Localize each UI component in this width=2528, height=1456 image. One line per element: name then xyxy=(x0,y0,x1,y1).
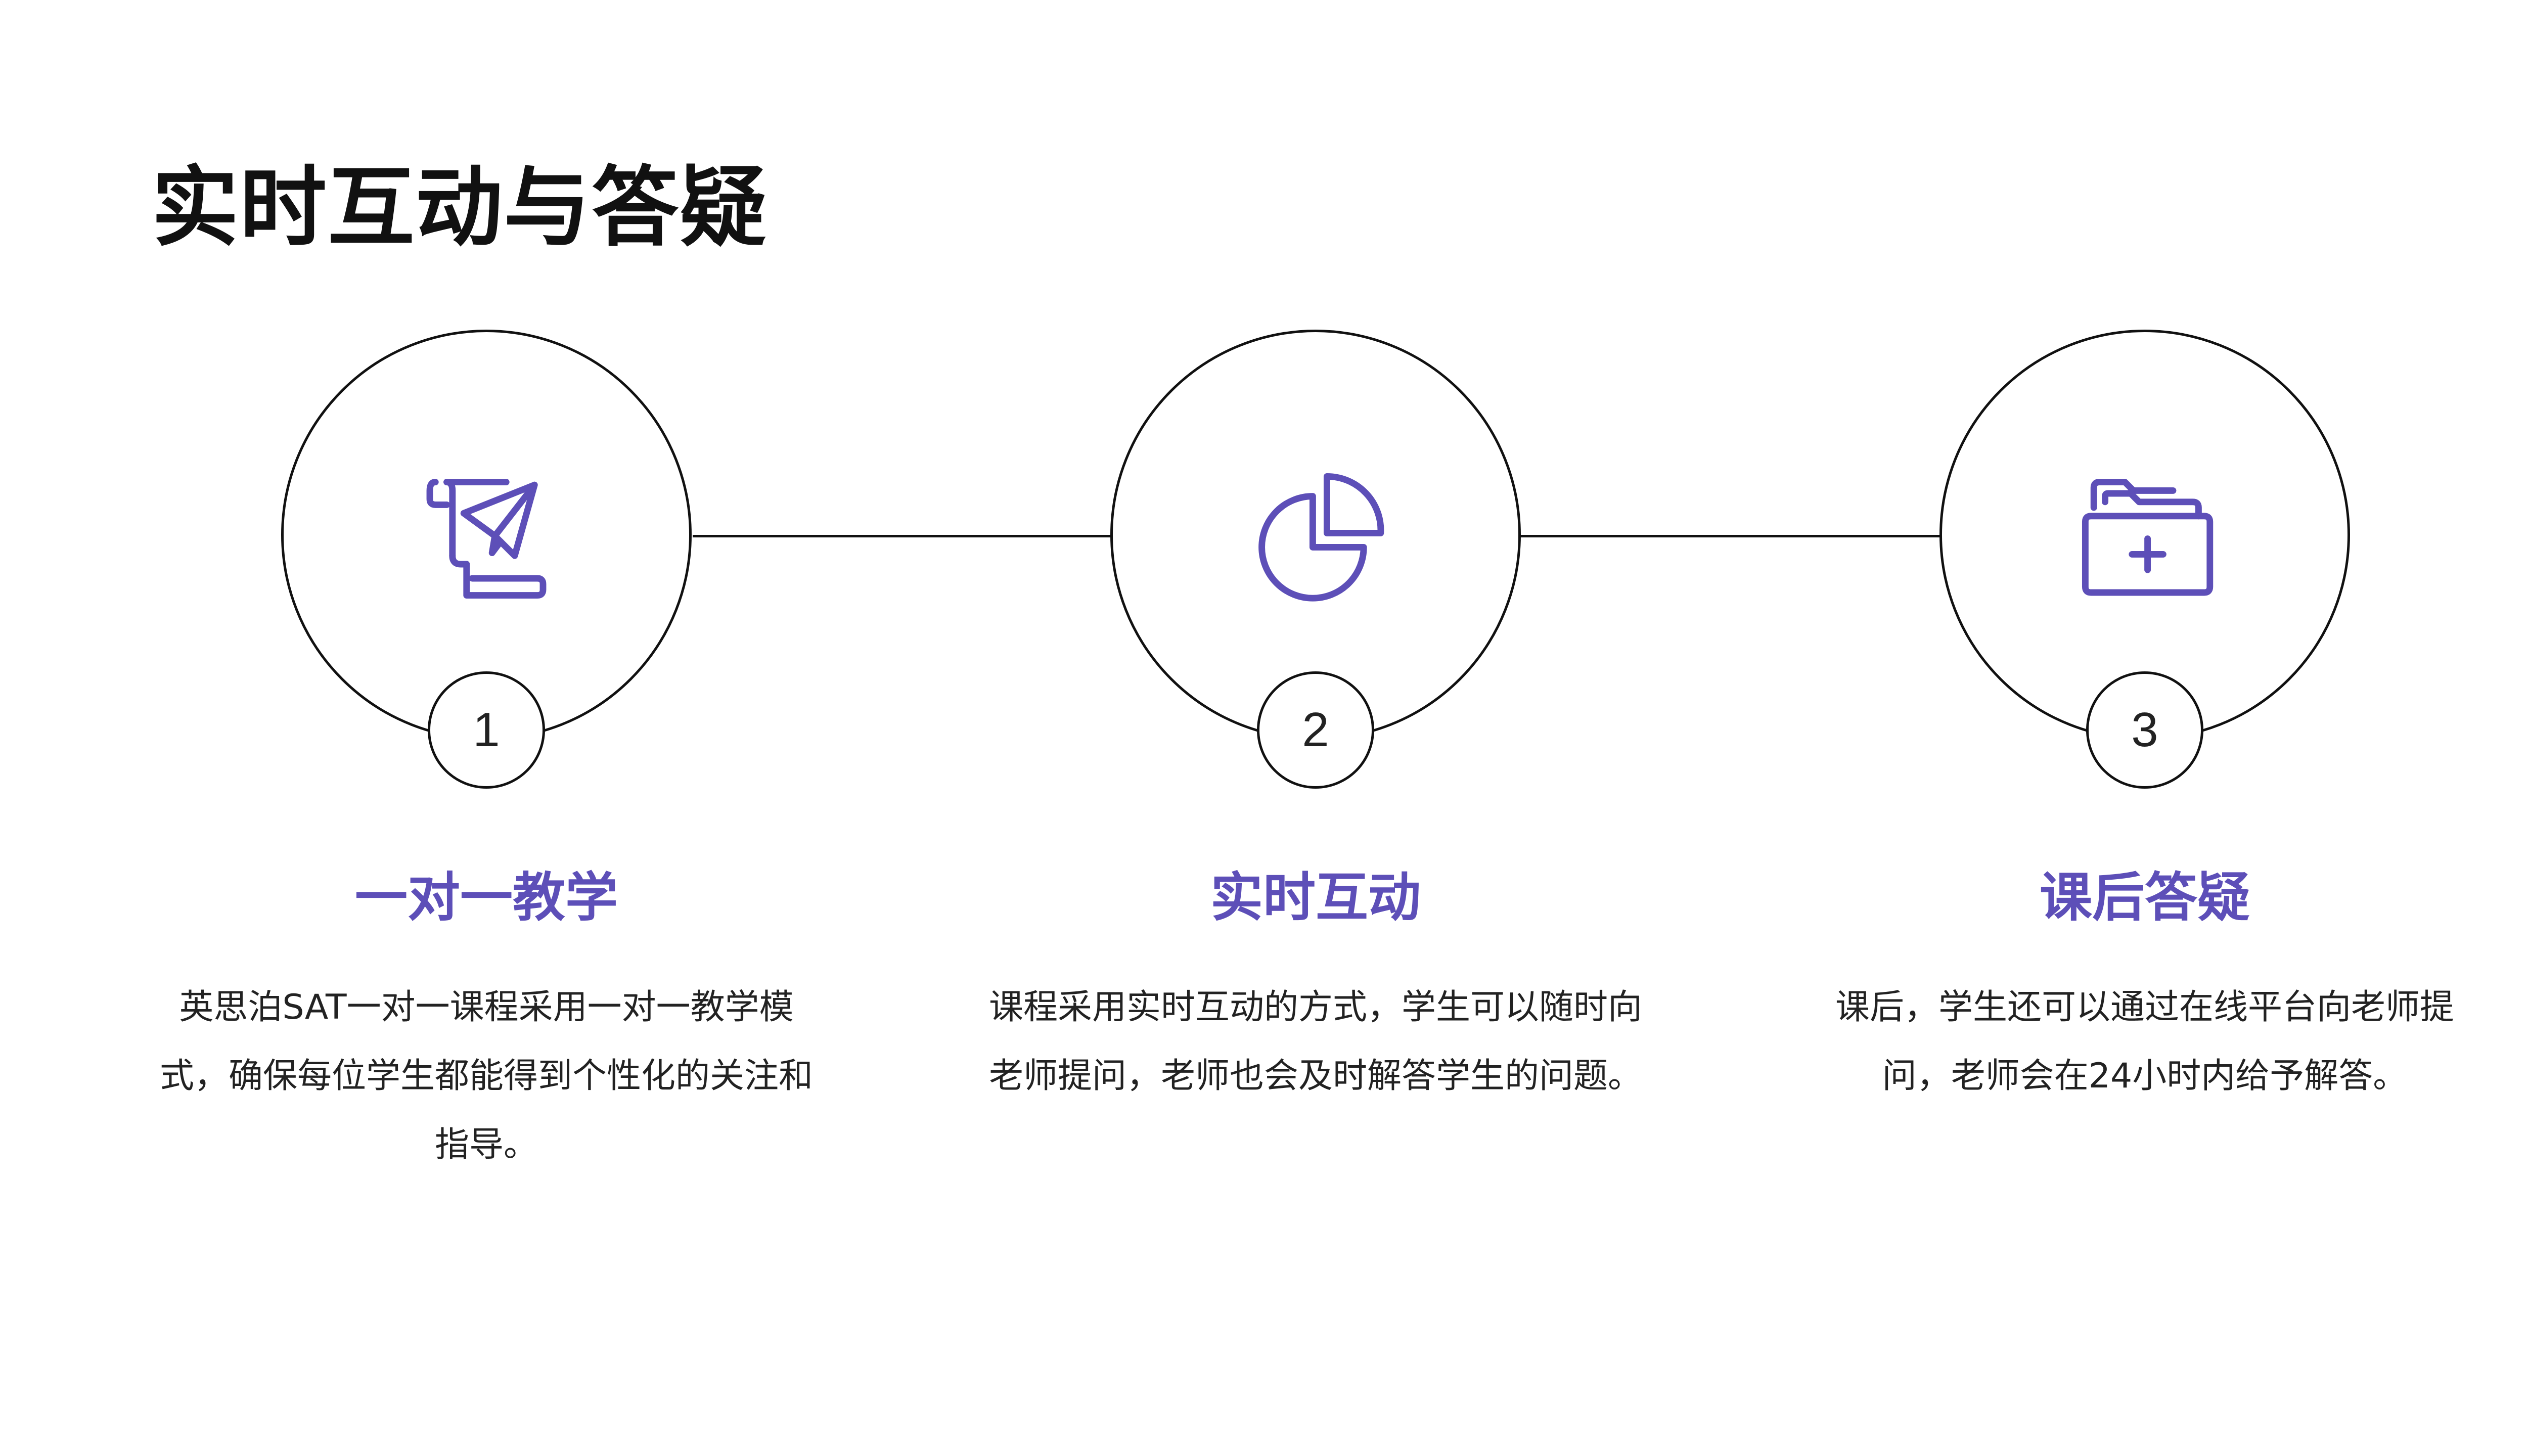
step-number-badge: 2 xyxy=(1257,671,1374,789)
step-number-badge: 1 xyxy=(428,671,545,789)
connector-line-2-3 xyxy=(1520,535,1943,537)
step-title: 一对一教学 xyxy=(354,867,618,928)
pie-chart-icon xyxy=(1245,465,1386,607)
paper-plane-scroll-icon xyxy=(416,465,557,607)
step-title: 实时互动 xyxy=(1210,867,1421,928)
page-title: 实时互动与答疑 xyxy=(152,157,768,258)
step-description: 英思泊SAT一对一课程采用一对一教学模式，确保每位学生都能得到个性化的关注和指导… xyxy=(159,987,813,1165)
step-title: 课后答疑 xyxy=(2039,867,2250,928)
folder-add-icon xyxy=(2074,465,2216,607)
connector-line-1-2 xyxy=(693,535,1115,537)
step-description: 课后，学生还可以通过在线平台向老师提问，老师会在24小时内给予解答。 xyxy=(1835,987,2454,1096)
step-description: 课程采用实时互动的方式，学生可以随时向老师提问，老师也会及时解答学生的问题。 xyxy=(988,987,1642,1096)
step-number-badge: 3 xyxy=(2086,671,2203,789)
